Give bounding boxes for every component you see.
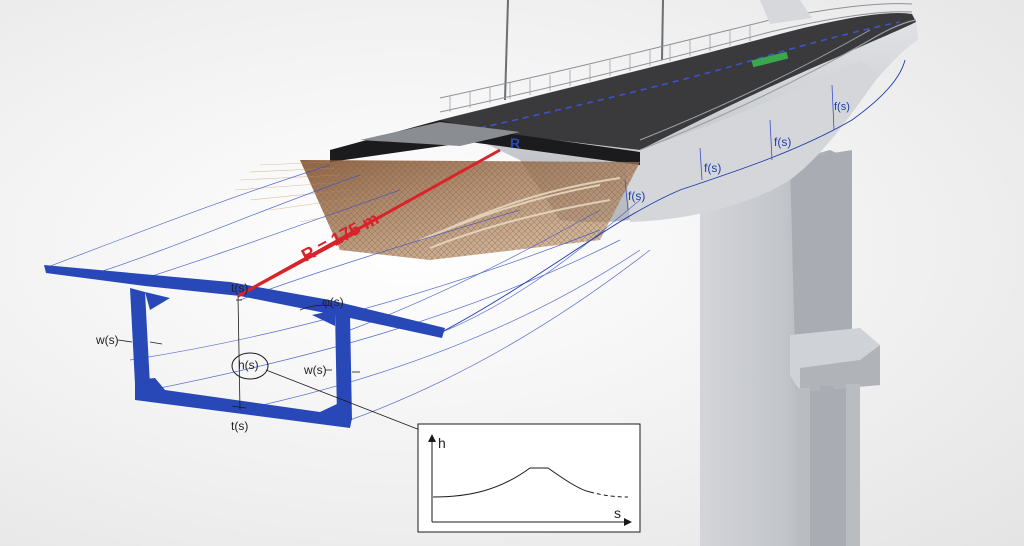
deck-envelope-line <box>439 59 906 334</box>
label-web-right: w(s) <box>303 363 327 377</box>
flange-dimensions <box>624 84 835 211</box>
dimension-lines <box>117 295 421 431</box>
label-flange-4: f(s) <box>834 101 850 113</box>
label-web-left: w(s) <box>95 333 119 347</box>
label-thickness-bottom: t(s) <box>231 419 248 433</box>
bridge-pier <box>700 150 880 546</box>
inset-plot: h s <box>417 423 641 533</box>
height-ellipse <box>231 352 269 380</box>
plot-y-label: h <box>438 435 446 451</box>
deck-far <box>439 0 918 223</box>
label-angle: φ(s) <box>322 295 344 309</box>
label-flange-2: f(s) <box>704 161 721 175</box>
label-height: h(s) <box>238 358 259 372</box>
label-thickness-top: t(s) <box>231 281 248 295</box>
plot-curve-extrapolated <box>589 491 629 498</box>
label-flange-1: f(s) <box>628 189 645 203</box>
radius-line <box>237 148 501 298</box>
plot-curve <box>432 467 591 498</box>
label-flange-3: f(s) <box>774 135 791 149</box>
road-marker: R <box>510 135 520 151</box>
plot-x-label: s <box>614 505 621 521</box>
box-girder-section <box>44 265 445 428</box>
